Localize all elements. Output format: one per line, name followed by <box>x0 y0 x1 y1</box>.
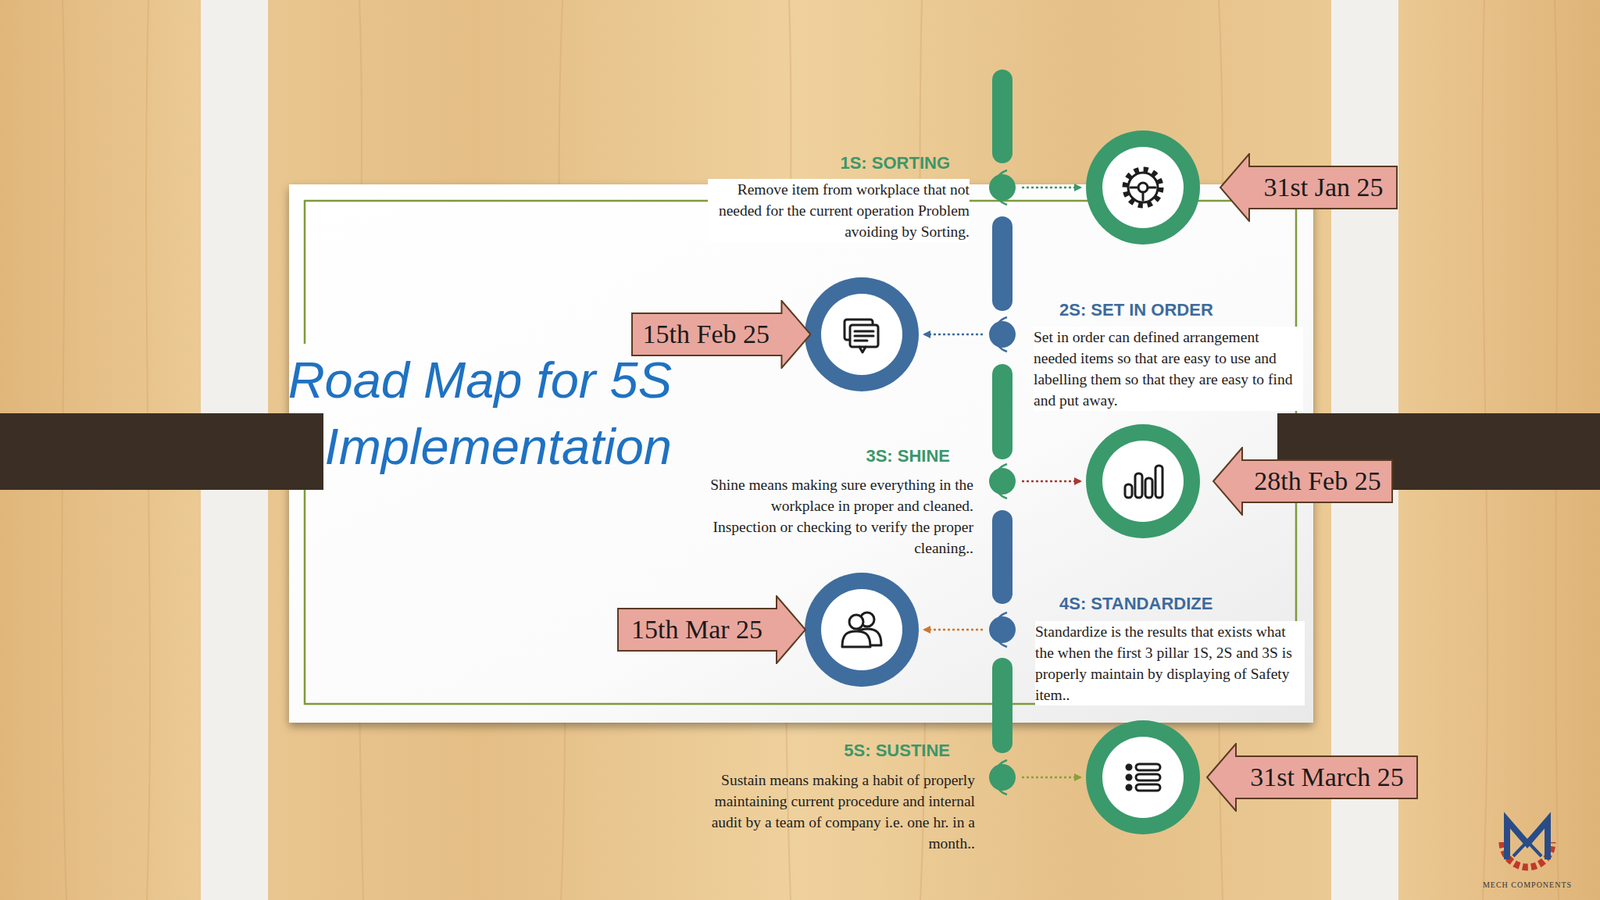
icon-face <box>1102 146 1184 229</box>
date-arrow: 15th Mar 25 <box>617 595 807 665</box>
date-text: 31st Jan 25 <box>1264 171 1384 203</box>
list-bullet <box>1126 775 1132 780</box>
timeline-segment <box>992 216 1013 311</box>
timeline-dot <box>989 764 1016 791</box>
date-text-box: 15th Feb 25 <box>631 300 782 369</box>
date-text-box: 15th Mar 25 <box>617 595 777 665</box>
leader-arrow <box>923 628 983 632</box>
date-text: 28th Feb 25 <box>1253 465 1381 497</box>
document-tab <box>859 346 866 353</box>
document-front <box>850 325 879 347</box>
timeline-dot <box>989 321 1016 348</box>
date-arrow: 15th Feb 25 <box>631 300 811 369</box>
company-logo <box>1502 820 1553 868</box>
timeline-segment <box>992 657 1013 754</box>
icon-ring <box>804 572 919 687</box>
timeline <box>989 69 1016 795</box>
date-text: 31st March 25 <box>1250 761 1404 793</box>
timeline-segment <box>992 510 1013 604</box>
date-text-box: 31st Jan 25 <box>1249 153 1398 222</box>
chart-bar <box>1155 465 1163 498</box>
list-line <box>1135 774 1161 781</box>
stage-description: Standardize is the results that exists w… <box>1035 621 1305 706</box>
stage-heading: 2S: SET IN ORDER <box>1059 299 1310 321</box>
stage-heading: 5S: SUSTINE <box>715 739 950 761</box>
slide-title: Road Map for 5S Implementation <box>250 346 672 480</box>
icon-face <box>1102 736 1184 818</box>
person-body <box>842 631 871 647</box>
icon-ring <box>804 277 919 392</box>
date-text: 15th Mar 25 <box>631 614 763 645</box>
bar-chart-icon <box>1125 465 1163 498</box>
list-line <box>1135 784 1161 791</box>
arrow-outline <box>617 596 806 664</box>
icon-face <box>1102 440 1184 522</box>
arrow-outline <box>1207 743 1418 811</box>
stage-description: Set in order can defined arrangement nee… <box>1033 326 1304 411</box>
chart-bar <box>1135 473 1143 498</box>
icon-ring <box>1085 424 1200 539</box>
chart-bar <box>1145 478 1153 498</box>
arrow-outline <box>632 300 811 368</box>
leader-arrow <box>923 333 983 336</box>
stage-heading: 3S: SHINE <box>715 445 950 467</box>
timeline-dot <box>989 467 1016 495</box>
date-text-box: 28th Feb 25 <box>1242 446 1393 516</box>
gear-body <box>1128 172 1158 203</box>
arrow-outline <box>1213 447 1393 515</box>
timeline-dot <box>989 616 1016 643</box>
stage-description: Remove item from workplace that not need… <box>707 178 970 243</box>
timeline-dot <box>989 174 1016 201</box>
stage-description: Sustain means making a habit of properly… <box>707 769 975 854</box>
gear-hub <box>1138 182 1148 193</box>
gear-icon <box>1125 169 1161 206</box>
timeline-segment <box>992 364 1013 460</box>
timeline-segment <box>992 69 1013 164</box>
dark-band <box>0 413 324 490</box>
date-text: 15th Feb 25 <box>642 318 770 350</box>
stage-description: Shine means making sure everything in th… <box>707 474 974 559</box>
chart-bar <box>1125 484 1133 498</box>
icon-face <box>821 589 903 671</box>
arrow-outline <box>1220 153 1397 222</box>
leader-arrow <box>1021 776 1082 779</box>
stage-heading: 4S: STANDARDIZE <box>1059 592 1310 615</box>
list-bullet <box>1126 785 1132 790</box>
icon-face <box>821 293 903 375</box>
dot-ring <box>994 317 1008 352</box>
icon-ring <box>1085 720 1200 835</box>
logo-cross <box>1513 826 1542 857</box>
documents-icon <box>844 319 879 353</box>
date-arrow: 31st March 25 <box>1206 742 1418 812</box>
dot-ring <box>994 612 1008 647</box>
stage-heading: 1S: SORTING <box>715 152 950 174</box>
logo-letter <box>1507 820 1548 860</box>
person-head <box>849 614 864 629</box>
leader-arrow <box>1021 480 1082 483</box>
document-lines <box>854 331 874 341</box>
list-line <box>1135 764 1161 771</box>
date-text-box: 31st March 25 <box>1235 742 1418 812</box>
date-arrow: 28th Feb 25 <box>1212 446 1393 516</box>
leader-arrow <box>1021 186 1082 190</box>
people-icon <box>842 612 882 647</box>
gear-teeth <box>1125 169 1161 206</box>
list-bullet <box>1126 764 1132 770</box>
list-icon <box>1126 764 1161 791</box>
dot-ring <box>994 760 1008 795</box>
dot-ring <box>994 170 1008 205</box>
gear-spokes <box>1130 187 1156 200</box>
company-name: MECH COMPONENTS <box>1464 880 1590 890</box>
icon-ring <box>1085 130 1200 245</box>
dot-ring <box>994 464 1008 499</box>
date-arrow: 31st Jan 25 <box>1219 153 1398 222</box>
